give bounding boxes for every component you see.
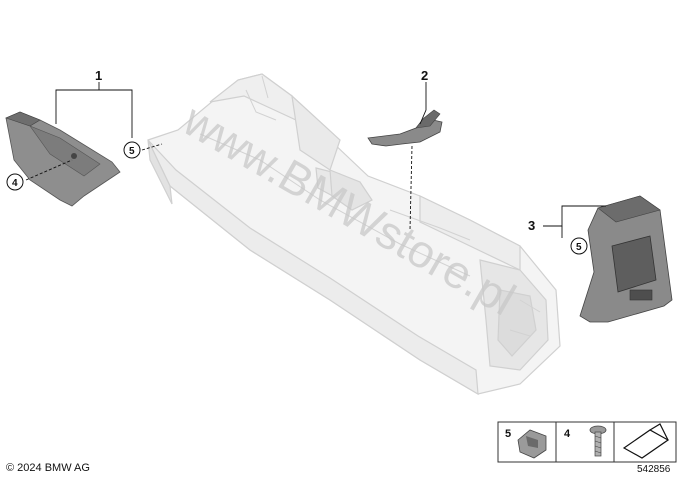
callout-5-right: 5 xyxy=(576,242,582,253)
leader-lines xyxy=(25,82,606,238)
legend-panel: 5 4 xyxy=(497,421,677,463)
callout-1: 1 xyxy=(95,68,102,83)
clip-nut-icon xyxy=(517,429,547,459)
callout-4: 4 xyxy=(12,178,18,189)
screw-icon xyxy=(589,425,607,457)
center-console xyxy=(147,73,561,396)
callout-5-right-circle: 5 xyxy=(570,237,588,255)
callout-2: 2 xyxy=(421,68,428,83)
trim-panel-right xyxy=(579,195,673,323)
legend-4-label: 4 xyxy=(564,428,571,440)
console-detail-lines xyxy=(199,75,541,337)
trim-panel-left xyxy=(5,111,121,207)
bracket-part xyxy=(367,109,443,147)
copyright-text: © 2024 BMW AG xyxy=(6,462,90,474)
catalog-number: 542856 xyxy=(637,464,671,475)
legend-5-label: 5 xyxy=(505,428,511,440)
callout-3: 3 xyxy=(528,218,535,233)
callout-4-circle: 4 xyxy=(6,173,24,191)
callout-5-left-circle: 5 xyxy=(123,141,141,159)
callout-5-left: 5 xyxy=(129,146,135,157)
installation-arrow-icon xyxy=(622,423,670,459)
